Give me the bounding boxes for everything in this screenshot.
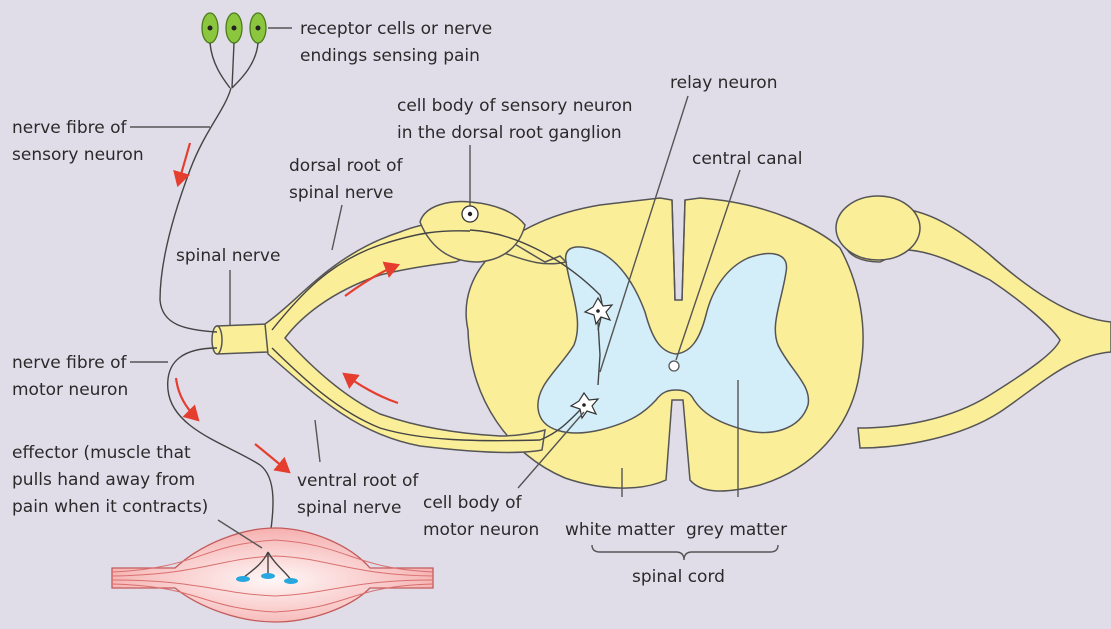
- white-matter-label: white matter: [565, 520, 675, 540]
- cell-body-sensory-label-line1: cell body of sensory neuron: [397, 96, 633, 116]
- ventral-root-label-line1: ventral root of: [297, 471, 419, 491]
- receptor-cells: [202, 13, 266, 88]
- sensory-nerve-fibre: [160, 88, 231, 332]
- grey-matter-label: grey matter: [686, 520, 787, 540]
- ventral-root-label-line2: spinal nerve: [297, 498, 401, 518]
- spinal-nerve-label: spinal nerve: [176, 246, 280, 266]
- motor-end-plate-icon: [284, 578, 298, 584]
- dorsal-root-label-line2: spinal nerve: [289, 183, 393, 203]
- receptor-label-line2: endings sensing pain: [300, 46, 480, 66]
- spinal-cord-label: spinal cord: [632, 567, 725, 587]
- impulse-arrow: [178, 143, 190, 185]
- spinal-nerve-cut-end: [212, 326, 222, 354]
- effector-label-line1: effector (muscle that: [12, 443, 191, 463]
- sensory-fibre-label-line2: sensory neuron: [12, 145, 144, 165]
- sensory-cell-body: [462, 206, 478, 222]
- cell-body-motor-label-line1: cell body of: [423, 493, 523, 513]
- motor-end-plate-icon: [261, 573, 275, 579]
- central-canal-dot: [669, 361, 679, 371]
- impulse-arrow: [255, 444, 289, 472]
- relay-neuron-label: relay neuron: [670, 73, 777, 93]
- receptor-label-line1: receptor cells or nerve: [300, 19, 492, 39]
- muscle-effector: [112, 528, 433, 622]
- cell-body-sensory-label-line2: in the dorsal root ganglion: [397, 123, 622, 143]
- sensory-fibre-label-line1: nerve fibre of: [12, 118, 128, 138]
- impulse-arrow: [176, 378, 198, 420]
- right-nerve-roots: [836, 196, 1111, 448]
- effector-label-line3: pain when it contracts): [12, 497, 208, 517]
- effector-label-line2: pulls hand away from: [12, 470, 195, 490]
- central-canal-label: central canal: [692, 149, 802, 169]
- cell-body-motor-label-line2: motor neuron: [423, 520, 539, 540]
- motor-fibre-label-line2: motor neuron: [12, 380, 128, 400]
- dorsal-root-label-line1: dorsal root of: [289, 156, 403, 176]
- motor-fibre-label-line1: nerve fibre of: [12, 353, 128, 373]
- motor-end-plate-icon: [236, 576, 250, 582]
